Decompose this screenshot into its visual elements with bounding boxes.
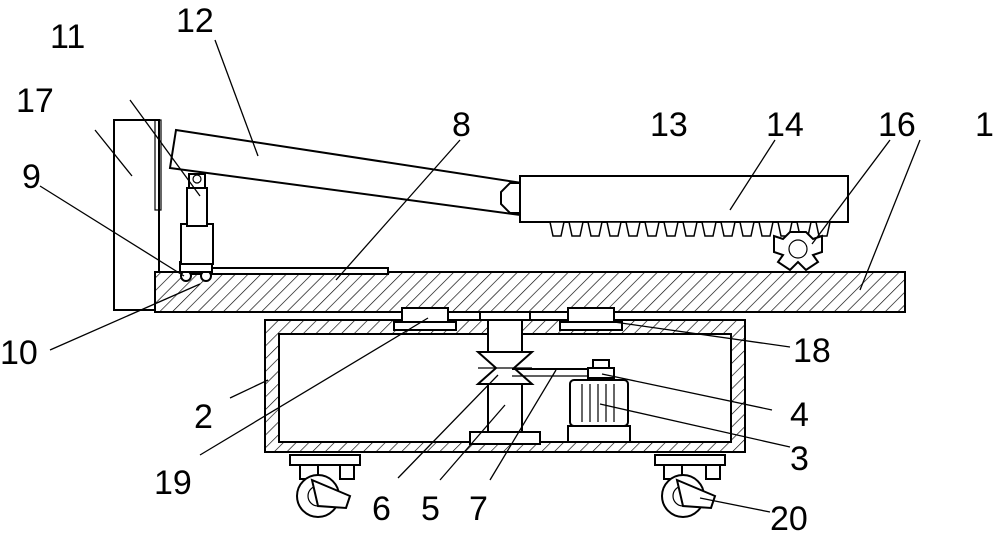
rack-tooth <box>625 221 641 237</box>
rack-tooth <box>720 221 736 237</box>
rack-tooth <box>663 221 679 237</box>
caster-left <box>289 454 361 518</box>
gear-16 <box>773 231 823 272</box>
tilted-arm-12 <box>168 128 537 218</box>
label-8: 8 <box>452 106 471 144</box>
label-19: 19 <box>154 464 192 502</box>
belt-7 <box>512 368 600 377</box>
shaft-seat-5 <box>469 383 541 445</box>
rack-tooth <box>644 221 660 237</box>
label-1: 1 <box>975 106 994 144</box>
label-20: 20 <box>770 500 808 538</box>
rack-tooth <box>549 221 565 237</box>
label-4: 4 <box>790 396 809 434</box>
rack-teeth-14 <box>549 221 831 237</box>
label-17: 17 <box>16 82 54 120</box>
label-11: 11 <box>50 18 85 56</box>
slide-rail-8 <box>187 267 389 275</box>
rack-tooth <box>758 221 774 237</box>
bearing-19 <box>393 307 457 331</box>
rack-tooth <box>739 221 755 237</box>
roller-9 <box>179 261 213 282</box>
label-18: 18 <box>793 332 831 370</box>
cylinder-11 <box>180 173 214 265</box>
label-13: 13 <box>650 106 688 144</box>
label-5: 5 <box>421 490 440 528</box>
rack-beam-13 <box>519 175 849 223</box>
rack-tooth <box>682 221 698 237</box>
label-9: 9 <box>22 158 41 196</box>
label-14: 14 <box>766 106 804 144</box>
rack-tooth <box>701 221 717 237</box>
central-shaft <box>479 311 531 353</box>
rack-tooth <box>606 221 622 237</box>
label-6: 6 <box>372 490 391 528</box>
label-3: 3 <box>790 440 809 478</box>
label-12: 12 <box>176 2 214 40</box>
main-plate-1 <box>154 271 906 313</box>
label-7: 7 <box>469 490 488 528</box>
label-16: 16 <box>878 106 916 144</box>
leader-lines <box>39 39 921 513</box>
bearing-18 <box>559 307 623 331</box>
rack-tooth <box>587 221 603 237</box>
motor-3 <box>567 379 631 443</box>
label-10: 10 <box>0 334 38 372</box>
upright-board-17 <box>113 119 162 311</box>
rack-tooth <box>568 221 584 237</box>
motor-pulley-4 <box>587 359 615 379</box>
label-2: 2 <box>194 398 213 436</box>
caster-right-20 <box>654 454 726 518</box>
